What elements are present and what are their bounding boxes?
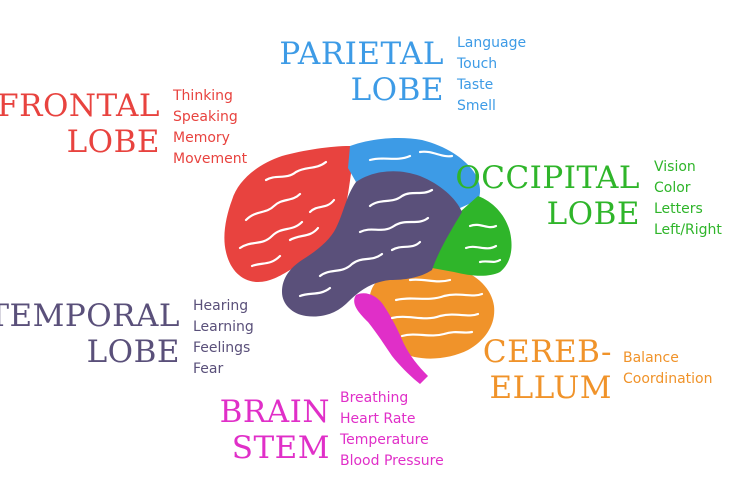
temporal-lobe-functions: Hearing Learning Feelings Fear — [193, 296, 254, 380]
list-item: Touch — [457, 56, 498, 72]
frontal-lobe-title: FRONTAL LOBE — [0, 88, 160, 160]
list-item: Feelings — [193, 340, 251, 356]
list-item: Heart Rate — [340, 411, 416, 427]
list-item: Learning — [193, 319, 254, 335]
list-item: Coordination — [623, 371, 713, 387]
temporal-lobe-title: TEMPORAL LOBE — [0, 298, 180, 370]
occipital-lobe-functions: Vision Color Letters Left/Right — [654, 157, 722, 241]
list-item: Speaking — [173, 109, 238, 125]
list-item: Taste — [457, 77, 494, 93]
parietal-lobe-functions: Language Touch Taste Smell — [457, 33, 526, 117]
list-item: Breathing — [340, 390, 409, 406]
list-item: Thinking — [173, 88, 233, 104]
parietal-lobe-title: PARIETAL LOBE — [279, 36, 444, 108]
cerebellum-functions: Balance Coordination — [623, 348, 712, 390]
occipital-lobe-title: OCCIPITAL LOBE — [455, 160, 640, 232]
brainstem-functions: Breathing Heart Rate Temperature Blood P… — [340, 388, 444, 472]
list-item: Smell — [457, 98, 496, 114]
list-item: Language — [457, 35, 527, 51]
list-item: Vision — [654, 159, 696, 175]
brainstem-region — [354, 293, 428, 384]
list-item: Fear — [193, 361, 224, 377]
list-item: Blood Pressure — [340, 453, 444, 469]
occipital-lobe-region — [432, 196, 512, 276]
list-item: Hearing — [193, 298, 249, 314]
list-item: Movement — [173, 151, 248, 167]
list-item: Balance — [623, 350, 679, 366]
temporal-lobe-region — [282, 171, 462, 317]
cerebellum-region — [369, 265, 495, 359]
list-item: Temperature — [340, 432, 429, 448]
list-item: Letters — [654, 201, 703, 217]
brainstem-title: BRAIN STEM — [219, 394, 330, 466]
brain-fold-lines — [238, 150, 502, 338]
cerebellum-title: CEREB- ELLUM — [482, 334, 612, 406]
frontal-lobe-functions: Thinking Speaking Memory Movement — [173, 86, 247, 170]
list-item: Color — [654, 180, 691, 196]
list-item: Left/Right — [654, 222, 722, 238]
list-item: Memory — [173, 130, 230, 146]
